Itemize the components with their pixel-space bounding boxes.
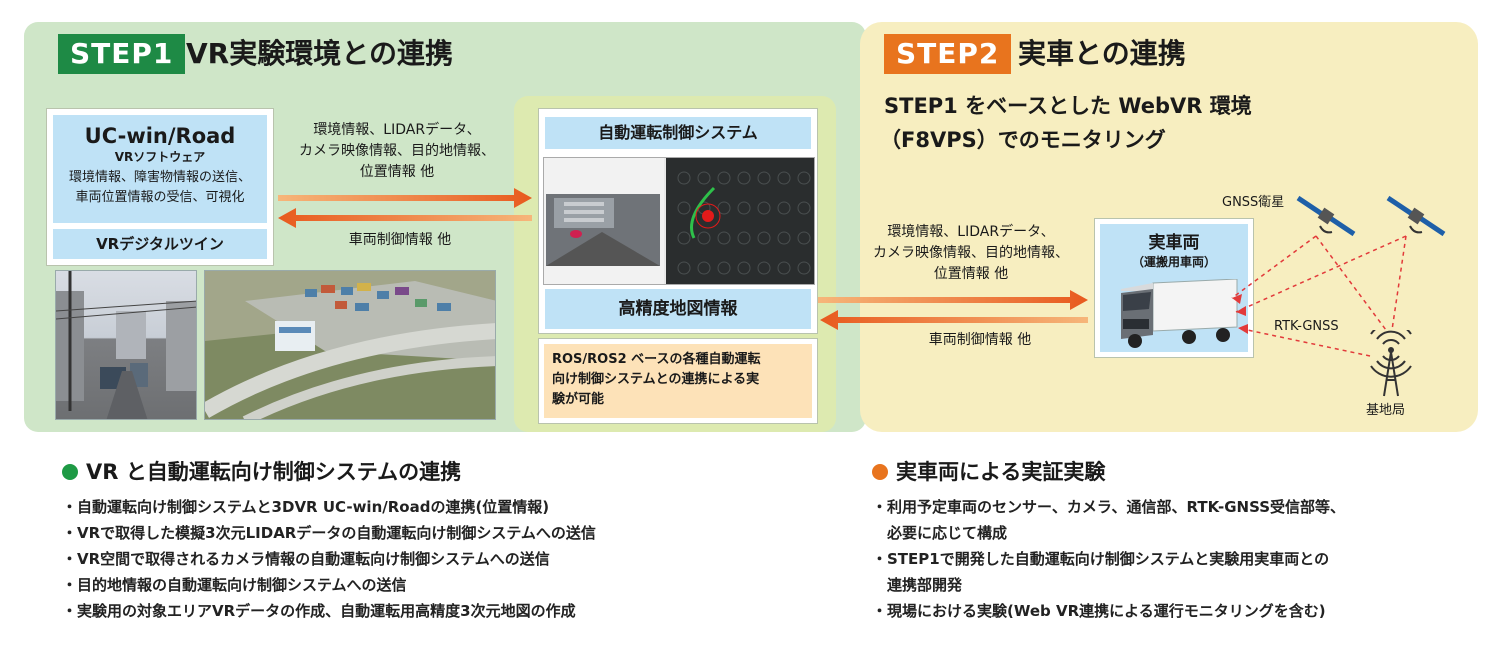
step1-title: VR実験環境との連携 [186,37,453,70]
ros-line-3: 験が可能 [552,392,605,407]
ucwin-title: UC-win/Road [84,124,236,148]
step1-send-label-1: 環境情報、LIDARデータ、 [313,122,481,138]
list-item: 必要に応じて構成 [872,524,1008,542]
ucwin-road-info: UC-win/Road VRソフトウェア 環境情報、障害物情報の送信、 車両位置… [53,115,267,223]
list-item: ・VR空間で取得されるカメラ情報の自動運転向け制御システムへの送信 [62,550,550,568]
ros-box: ROS/ROS2 ベースの各種自動運転 向け制御システムとの連携による実 験が可… [538,338,818,424]
gnss-label: GNSS衛星 [1222,195,1285,210]
ros-line-1: ROS/ROS2 ベースの各種自動運転 [552,352,761,367]
list-item: 連携部開発 [872,576,963,594]
satellite-icon [1386,195,1446,237]
step1-send-label-3: 位置情報 他 [359,164,435,180]
satellite-icon [1296,195,1356,237]
ucwin-desc-line1: 環境情報、障害物情報の送信、 [68,170,251,185]
list-item: ・目的地情報の自動運転向け制御システムへの送信 [62,576,407,594]
ucwin-road-box: UC-win/Road VRソフトウェア 環境情報、障害物情報の送信、 車両位置… [46,108,274,266]
list-item: ・利用予定車両のセンサー、カメラ、通信部、RTK-GNSS受信部等、 [872,498,1346,516]
ros-description: ROS/ROS2 ベースの各種自動運転 向け制御システムとの連携による実 験が可… [544,344,812,418]
gnss-signal-lines [1231,235,1407,357]
street-view-image [55,270,197,420]
step1-return-label: 車両制御情報 他 [348,232,452,248]
section2-heading: 実車両による実証実験 [872,456,1345,486]
digital-twin-label: VRデジタルツイン [53,229,267,259]
ros-line-2: 向け制御システムとの連携による実 [552,372,760,387]
hd-map-title: 高精度地図情報 [545,289,811,329]
ucwin-subtitle: VRソフトウェア [114,150,206,164]
section2: 実車両による実証実験 ・利用予定車両のセンサー、カメラ、通信部、RTK-GNSS… [872,456,1345,624]
section1: VR と自動運転向け制御システムの連携 ・自動運転向け制御システムと3DVR U… [62,456,596,624]
list-item: ・実験用の対象エリアVRデータの作成、自動運転用高精度3次元地図の作成 [62,602,576,620]
step2-arrow-left [820,310,1088,330]
list-item: ・現場における実験(Web VR連携による運行モニタリングを含む) [872,602,1326,620]
step2-title: 実車との連携 [1018,37,1186,70]
section2-list: ・利用予定車両のセンサー、カメラ、通信部、RTK-GNSS受信部等、 必要に応じ… [872,494,1345,624]
vr-3d-scene-image [204,270,496,420]
ucwin-desc-line2: 車両位置情報の受信、可視化 [75,190,245,205]
step2-arrows [818,290,1088,330]
step1-arrow-right [278,188,532,208]
step1-send-label-2: カメラ映像情報、目的地情報、 [299,143,495,159]
vehicle-subtitle: （運搬用車両） [1131,255,1216,269]
orange-bullet-icon [872,464,888,480]
step2-send-label-1: 環境情報、LIDARデータ、 [887,224,1055,240]
step2-subtitle-line2: （F8VPS）でのモニタリング [880,128,1166,152]
vehicle-box: 実車両 （運搬用車両） [1094,218,1254,358]
control-system-screenshot [543,157,815,285]
rtk-gnss-label: RTK-GNSS [1274,319,1339,334]
step2-badge: STEP2 [884,34,1012,74]
truck-icon [1121,279,1238,348]
list-item: ・STEP1で開発した自動運転向け制御システムと実験用実車両との [872,550,1330,568]
control-system-box: 自動運転制御システム 高精度地図情報 [538,108,818,334]
section1-heading: VR と自動運転向け制御システムの連携 [62,456,596,486]
step2-subtitle-line1: STEP1 をベースとした WebVR 環境 [884,94,1252,118]
step1-badge: STEP1 [58,34,186,74]
section1-list: ・自動運転向け制御システムと3DVR UC-win/Roadの連携(位置情報) … [62,494,596,624]
step1-arrow-left [278,208,532,228]
section1-heading-text: VR と自動運転向け制御システムの連携 [86,460,462,484]
green-bullet-icon [62,464,78,480]
control-system-title: 自動運転制御システム [545,117,811,149]
step2-arrow-right [818,290,1088,310]
step2-send-label-3: 位置情報 他 [933,266,1009,282]
step1-arrows [278,188,532,228]
base-station-label: 基地局 [1366,403,1406,418]
section2-heading-text: 実車両による実証実験 [896,460,1106,484]
step2-send-label-2: カメラ映像情報、目的地情報、 [873,245,1069,261]
step2-return-label: 車両制御情報 他 [928,332,1032,348]
list-item: ・VRで取得した模擬3次元LIDARデータの自動運転向け制御システムへの送信 [62,524,596,542]
antenna-icon [1370,330,1412,397]
vehicle-title: 実車両 [1148,233,1200,253]
list-item: ・自動運転向け制御システムと3DVR UC-win/Roadの連携(位置情報) [62,498,550,516]
